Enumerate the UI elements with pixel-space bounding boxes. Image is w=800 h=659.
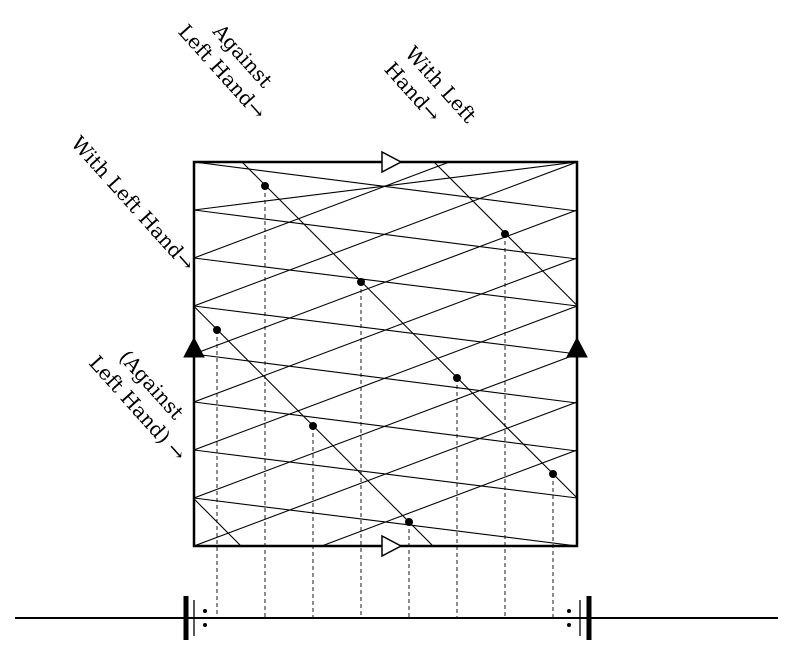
line-shallow-rising [194,162,577,307]
repeat-dot-icon [567,623,571,627]
repeat-dot-icon [203,609,207,613]
line-shallow-rising [194,401,577,546]
line-steep-falling [194,305,434,546]
intersection-point-icon [549,470,557,478]
staff-line [15,596,778,640]
intersection-point-icon [213,326,221,334]
label-against-left-hand-top: Against Left Hand→ [174,2,291,124]
top-edge-arrow-icon [381,150,403,174]
line-shallow-rising [194,257,577,403]
line-steep-falling [433,162,577,307]
bottom-edge-arrow-icon [381,534,403,558]
line-shallow-rising [194,305,577,451]
square-frame [192,160,579,548]
repeat-dot-icon [203,623,207,627]
intersection-point-icon [501,230,509,238]
crossing-lines [194,162,577,546]
right-edge-arrow-icon [566,336,588,358]
line-steep-falling [194,498,242,546]
intersection-point-icon [453,374,461,382]
line-shallow-rising [194,353,577,499]
line-shallow-rising [194,162,451,259]
line-shallow-rising [194,209,577,355]
intersection-point-icon [357,278,365,286]
intersection-point-icon [309,422,317,430]
left-repeat-sign [183,596,207,640]
right-repeat-sign [567,596,592,640]
line-steep-falling [241,162,577,499]
label-with-left-hand-side: With Left Hand→ [66,131,199,276]
label-with-left-hand-top: With Left Hand→ [380,40,486,150]
intersection-point-icon [405,518,413,526]
intersection-point-icon [261,182,269,190]
repeat-dot-icon [567,609,571,613]
line-shallow-rising [320,449,577,546]
intersection-points [213,182,557,526]
left-edge-arrow-icon [183,336,205,358]
